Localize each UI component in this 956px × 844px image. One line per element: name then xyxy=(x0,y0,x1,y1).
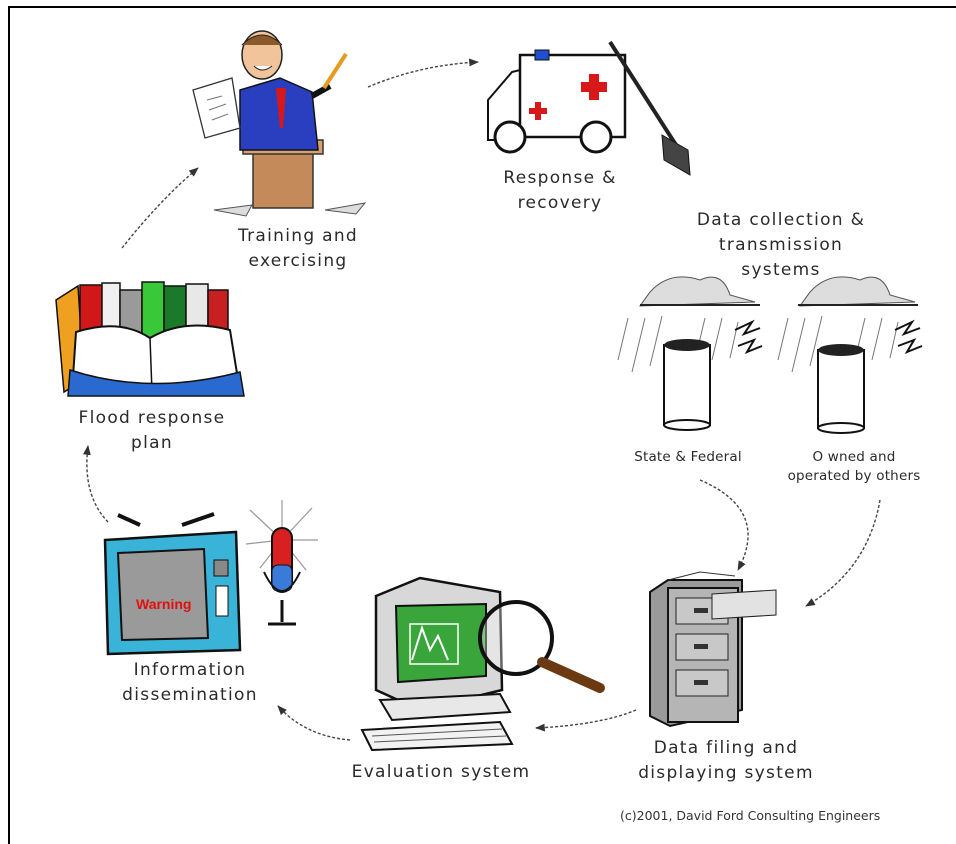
data-filing-line2: displaying system xyxy=(628,761,824,786)
response-label-line1: Response & xyxy=(488,166,632,191)
microphone-icon xyxy=(246,500,318,624)
arrow-filing-to-evaluation xyxy=(536,710,636,728)
state-federal-label: State & Federal xyxy=(620,448,756,467)
copyright-credit: (c)2001, David Ford Consulting Engineers xyxy=(620,808,880,823)
response-label-line2: recovery xyxy=(488,191,632,216)
training-illustration xyxy=(193,31,365,216)
computer-illustration xyxy=(362,578,600,750)
data-collection-line1: Data collection & xyxy=(688,208,874,233)
data-collection-line2: transmission xyxy=(688,233,874,258)
information-line2: dissemination xyxy=(108,683,272,708)
data-filing-label: Data filing and displaying system xyxy=(628,736,824,786)
arrow-training-to-response xyxy=(368,62,478,87)
information-line1: Information xyxy=(108,658,272,683)
rain-gauges-illustration xyxy=(618,277,922,433)
data-filing-line1: Data filing and xyxy=(628,736,824,761)
owned-operated-line2: operated by others xyxy=(772,467,936,486)
arrow-evaluation-to-information xyxy=(278,706,350,740)
ambulance-illustration xyxy=(488,42,690,175)
training-line1: Training and xyxy=(226,224,370,249)
training-exercising-label: Training and exercising xyxy=(226,224,370,274)
evaluation-system-label: Evaluation system xyxy=(334,760,548,785)
training-line2: exercising xyxy=(226,249,370,274)
tv-illustration: Warning xyxy=(105,514,240,654)
flood-plan-line1: Flood response xyxy=(68,406,236,431)
gauge-state-federal xyxy=(618,277,762,430)
arrow-owned-to-filing xyxy=(806,500,880,606)
arrow-information-to-plan xyxy=(87,446,108,522)
data-collection-line3: systems xyxy=(688,258,874,283)
filing-cabinet-illustration xyxy=(650,572,776,726)
information-dissemination-label: Information dissemination xyxy=(108,658,272,708)
data-collection-label: Data collection & transmission systems xyxy=(688,208,874,283)
owned-operated-label: O wned and operated by others xyxy=(772,448,936,486)
arrow-plan-to-training xyxy=(122,168,198,248)
flood-plan-illustration xyxy=(56,282,244,396)
gauge-owned-operated xyxy=(778,277,922,433)
flood-response-plan-label: Flood response plan xyxy=(68,406,236,456)
response-recovery-label: Response & recovery xyxy=(488,166,632,216)
arrow-state-to-filing xyxy=(700,480,748,570)
tv-warning-text: Warning xyxy=(136,596,191,612)
flood-plan-line2: plan xyxy=(68,431,236,456)
owned-operated-line1: O wned and xyxy=(772,448,936,467)
